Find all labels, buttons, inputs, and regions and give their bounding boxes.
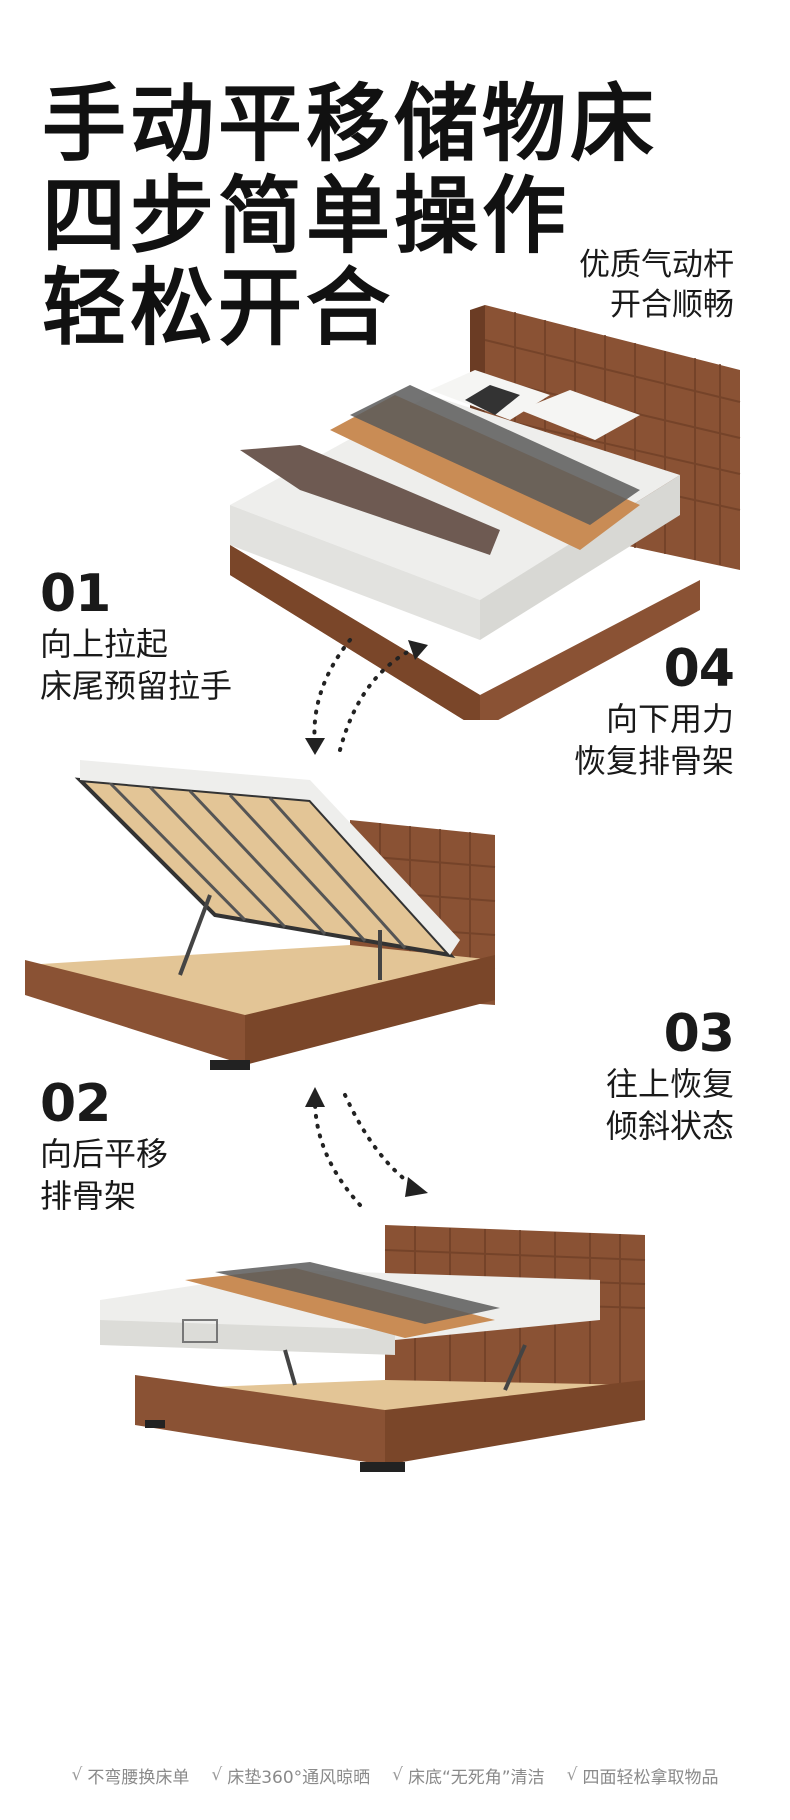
check-icon: √: [392, 1765, 403, 1785]
headline-line-2: 四步简单操作: [42, 167, 571, 265]
feature-label: 床底“无死角”清洁: [408, 1767, 545, 1788]
step-text: 排骨架: [40, 1177, 137, 1215]
step-03: 03 往上恢复 倾斜状态: [605, 1004, 735, 1147]
step-text: 倾斜状态: [605, 1107, 734, 1145]
feature-item: √ 不弯腰换床单: [72, 1763, 190, 1788]
check-icon: √: [71, 1765, 83, 1785]
step-text: 向下用力: [605, 700, 734, 738]
feature-label: 四面轻松拿取物品: [582, 1767, 719, 1788]
feature-line-2: 开合顺畅: [610, 287, 734, 323]
arrow-up-icon: [408, 640, 428, 660]
cycle-arrows-top: [305, 638, 428, 755]
arrow-down-icon: [305, 738, 325, 755]
step-02: 02 向后平移 排骨架: [40, 1075, 168, 1217]
arrow-up-icon: [305, 1087, 325, 1107]
check-icon: √: [211, 1765, 223, 1785]
feature-label: 床垫360°通风晾晒: [227, 1767, 371, 1788]
step-01: 01 向上拉起 床尾预留拉手: [40, 565, 232, 707]
step-number: 02: [40, 1074, 111, 1134]
bed-closed-image: [230, 305, 741, 720]
check-icon: √: [566, 1765, 578, 1785]
step-text: 恢复排骨架: [573, 742, 734, 780]
bed-slid-image: [100, 1225, 646, 1472]
feature-list: √ 不弯腰换床单 √ 床垫360°通风晾晒 √ 床底“无死角”清洁 √ 四面轻松…: [0, 1755, 790, 1795]
step-number: 01: [40, 564, 111, 624]
headline: 手动平移储物床 四步简单操作 轻松开合: [42, 78, 658, 354]
feature-label: 不弯腰换床单: [87, 1767, 190, 1788]
step-number: 03: [663, 1004, 735, 1064]
step-text: 床尾预留拉手: [40, 667, 233, 705]
step-text: 往上恢复: [605, 1065, 734, 1103]
step-text: 向后平移: [40, 1135, 169, 1173]
step-text: 向上拉起: [40, 625, 169, 663]
feature-item: √ 床垫360°通风晾晒: [211, 1763, 370, 1788]
arrow-down-icon: [405, 1177, 428, 1197]
headline-line-1: 手动平移储物床: [42, 75, 659, 173]
feature-item: √ 四面轻松拿取物品: [567, 1763, 719, 1788]
step-number: 04: [663, 639, 735, 699]
feature-note: 优质气动杆 开合顺畅: [579, 245, 734, 325]
bed-lifted-image: [25, 760, 496, 1070]
headline-line-3: 轻松开合: [42, 259, 395, 357]
cycle-arrows-bottom: [305, 1087, 428, 1207]
feature-line-1: 优质气动杆: [579, 247, 734, 283]
feature-item: √ 床底“无死角”清洁: [392, 1763, 544, 1788]
step-04: 04 向下用力 恢复排骨架: [573, 639, 735, 782]
